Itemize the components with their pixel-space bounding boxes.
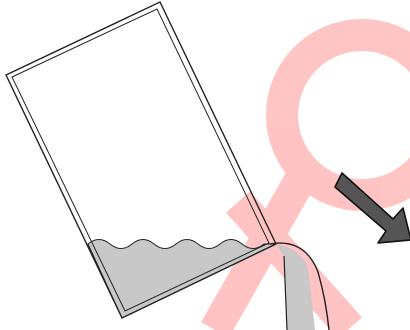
watermark-ring bbox=[282, 35, 410, 195]
female-symbol-watermark bbox=[215, 35, 410, 330]
